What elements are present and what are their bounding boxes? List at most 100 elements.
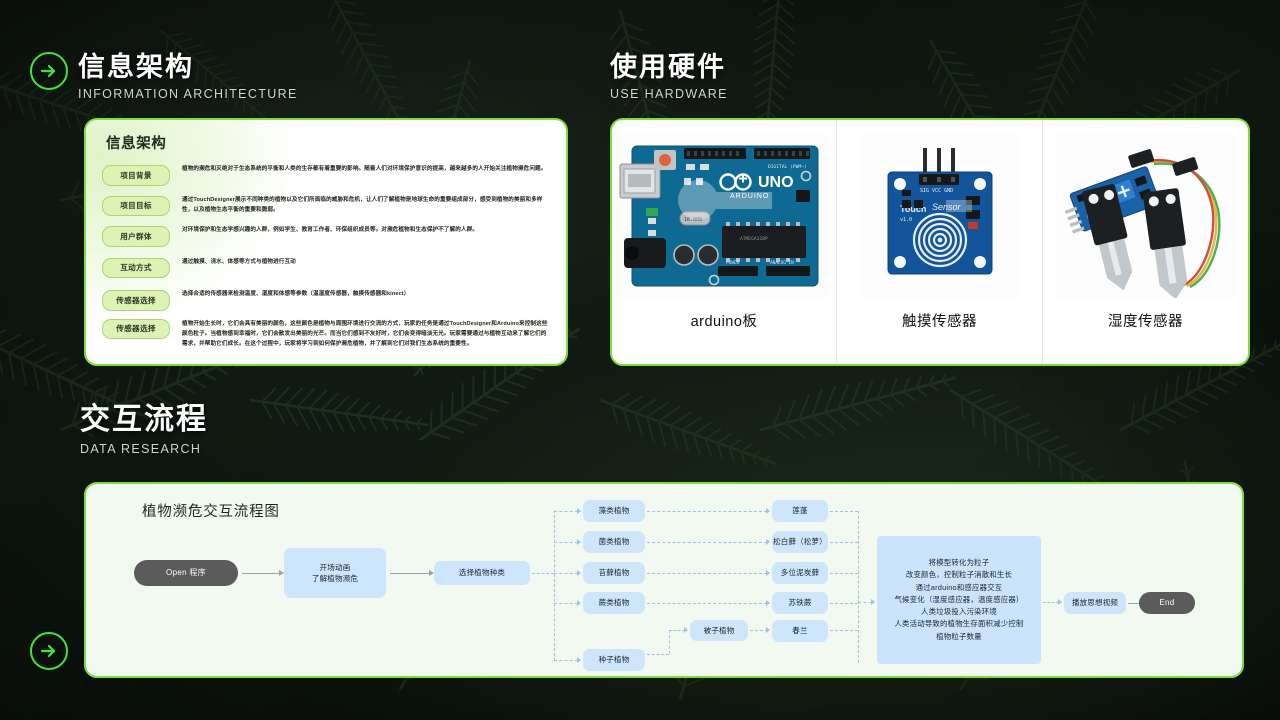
hardware-item-arduino: DIGITAL (PWM~) UNO ARDUINO 16.000 (612, 120, 836, 364)
section-header-information-architecture: 信息架构 INFORMATION ARCHITECTURE (78, 52, 298, 101)
flow-node-intro[interactable]: 开场动画 了解植物濒危 (284, 548, 386, 598)
flow-node-intro-line1: 开场动画 (319, 562, 351, 572)
flow-arrow-line (242, 573, 280, 574)
flow-dashed-arrow (577, 657, 581, 663)
section-title-cn: 信息架构 (78, 52, 194, 82)
flow-dashed-arrow (766, 600, 770, 606)
arrow-right-glyph (40, 644, 56, 658)
flow-node-start[interactable]: Open 程序 (134, 560, 238, 586)
flowchart-title: 植物濒危交互流程图 (142, 504, 280, 520)
flow-node-select-plant[interactable]: 选择植物种类 (434, 561, 530, 585)
flow-node-end[interactable]: End (1139, 592, 1195, 614)
architecture-row: 项目目标 通过TouchDesigner展示不同种类的植物以及它们所面临的威胁和… (86, 195, 566, 216)
flow-dashed-line (669, 630, 670, 654)
hardware-card: DIGITAL (PWM~) UNO ARDUINO 16.000 (610, 118, 1250, 366)
flow-node-species[interactable]: 莲蓬 (772, 500, 828, 522)
flow-dashed-line (1043, 602, 1059, 603)
flow-dashed-arrow (577, 570, 581, 576)
row-description: 对环境保护和生态学感兴趣的人群，例如学生、教育工作者、环保组织成员等。对濒危植物… (182, 227, 479, 233)
section-header-interaction-flow: 交互流程 DATA RESEARCH (80, 403, 208, 456)
section-title-en: INFORMATION ARCHITECTURE (78, 87, 298, 102)
flow-dashed-line (858, 602, 872, 603)
architecture-row: 传感器选择 选择合适的传感器来检测温度、湿度和体感等参数（温湿度传感器，触摸传感… (86, 289, 566, 311)
flow-dashed-line (669, 630, 685, 631)
moisture-sensor-svg (1054, 134, 1237, 298)
touch-sensor-svg: SIG VCC GND Touch Sensor v1.0 (861, 134, 1018, 298)
touch-sensor-image: SIG VCC GND Touch Sensor v1.0 (843, 128, 1036, 304)
flow-node-detail-block[interactable]: 将模型转化为粒子 改变颜色，控制粒子消散和生长 通过arduino和感应器交互 … (877, 536, 1041, 664)
row-description: 通过触摸、浇水、体感等方式与植物进行互动 (182, 258, 296, 265)
flow-dashed-arrow (871, 599, 875, 605)
flow-node-plant-type[interactable]: 种子植物 (583, 649, 645, 671)
svg-text:ARDUINO: ARDUINO (730, 193, 769, 200)
flow-dashed-line (647, 573, 767, 574)
flow-dashed-line (830, 573, 858, 574)
svg-text:UNO: UNO (758, 174, 794, 191)
arrow-right-circle-icon-bottom (30, 632, 68, 670)
flow-dashed-line (554, 660, 578, 661)
flow-arrow-head (429, 570, 434, 576)
svg-text:16.000: 16.000 (684, 217, 702, 223)
row-label-pill: 传感器选择 (102, 290, 170, 311)
detail-line: 将模型转化为粒子 (928, 558, 990, 568)
flow-node-sub-type[interactable]: 被子植物 (690, 620, 748, 641)
svg-text:POWER: POWER (726, 260, 740, 266)
flow-node-species[interactable]: 春兰 (772, 620, 828, 642)
flow-node-plant-type[interactable]: 苔藓植物 (583, 562, 645, 584)
row-description: 选择合适的传感器来检测温度、湿度和体感等参数（温湿度传感器，触摸传感器和kine… (182, 291, 410, 297)
architecture-row: 互动方式 通过触摸、浇水、体感等方式与植物进行互动 (86, 257, 566, 278)
detail-line: 人类垃圾投入污染环境 (921, 607, 997, 617)
flow-dashed-line (830, 542, 858, 543)
soil-moisture-sensor-image (1049, 128, 1242, 304)
detail-line: 通过arduino和感应器交互 (915, 582, 1003, 592)
arduino-uno-svg: DIGITAL (PWM~) UNO ARDUINO 16.000 (618, 134, 830, 298)
hardware-item-moisture-sensor: 湿度传感器 (1042, 120, 1248, 364)
flow-dashed-arrow (766, 539, 770, 545)
flow-node-species[interactable]: 多位泥炭藓 (772, 562, 828, 584)
flow-node-species[interactable]: 苏铁蕨 (772, 592, 828, 614)
row-label-pill: 互动方式 (102, 257, 170, 278)
flow-dashed-line (647, 542, 767, 543)
section-title-en: USE HARDWARE (610, 87, 728, 102)
row-description: 植物开始生长时，它们会具有美丽的颜色，这些颜色是植物与周围环境进行交流的方式，玩… (182, 320, 548, 348)
svg-text:ATMEGA328P: ATMEGA328P (740, 236, 768, 242)
flow-node-intro-line2: 了解植物濒危 (311, 574, 359, 583)
pin-label-text: SIG VCC GND (920, 188, 953, 194)
flow-dashed-arrow (577, 508, 581, 514)
hardware-caption: 触摸传感器 (902, 314, 977, 330)
flow-node-plant-type[interactable]: 藻类植物 (583, 500, 645, 522)
arrow-right-glyph (40, 64, 56, 78)
detail-line: 人类活动导致的植物生存面积减少控制 (894, 619, 1024, 629)
flow-dashed-line (554, 510, 555, 661)
flow-node-plant-type[interactable]: 菌类植物 (583, 531, 645, 553)
flow-dashed-arrow (766, 508, 770, 514)
flow-dashed-line (750, 630, 768, 631)
svg-text:ANALOG IN: ANALOG IN (770, 260, 794, 266)
detail-line: 植物粒子数量 (936, 631, 982, 641)
flow-dashed-line (647, 511, 767, 512)
hardware-caption: arduino板 (690, 314, 758, 330)
flow-dashed-line (554, 511, 578, 512)
architecture-row: 传感器选择 植物开始生长时，它们会具有美丽的颜色，这些颜色是植物与周围环境进行交… (86, 318, 566, 350)
row-label-pill: 用户群体 (102, 226, 170, 247)
flow-dashed-line (830, 630, 858, 631)
row-description: 植物的濒危和灭绝对于生态系统的平衡和人类的生存都有着重要的影响。随着人们对环境保… (182, 166, 547, 172)
flow-dashed-line (858, 511, 859, 663)
row-description: 通过TouchDesigner展示不同种类的植物以及它们所面临的威胁和危机，让人… (182, 196, 543, 213)
flow-node-species[interactable]: 松白藓（松萝） (772, 531, 828, 553)
section-header-use-hardware: 使用硬件 USE HARDWARE (610, 52, 728, 101)
svg-text:v1.0: v1.0 (900, 217, 912, 223)
flow-node-plant-type[interactable]: 蕨类植物 (583, 592, 645, 614)
flow-dashed-arrow (577, 539, 581, 545)
hardware-item-touch-sensor: SIG VCC GND Touch Sensor v1.0 (836, 120, 1042, 364)
row-label-pill: 传感器选择 (102, 318, 170, 339)
flow-dashed-arrow (766, 627, 770, 633)
flow-dashed-line (554, 603, 578, 604)
flow-dashed-line (532, 573, 554, 574)
arrow-right-circle-icon (30, 52, 68, 90)
section-title-cn: 交互流程 (80, 403, 208, 436)
flow-dashed-line (647, 654, 669, 655)
flow-node-play-video[interactable]: 播放思想视频 (1064, 592, 1126, 614)
arduino-board-image: DIGITAL (PWM~) UNO ARDUINO 16.000 (618, 128, 830, 304)
card-title: 信息架构 (106, 136, 167, 152)
